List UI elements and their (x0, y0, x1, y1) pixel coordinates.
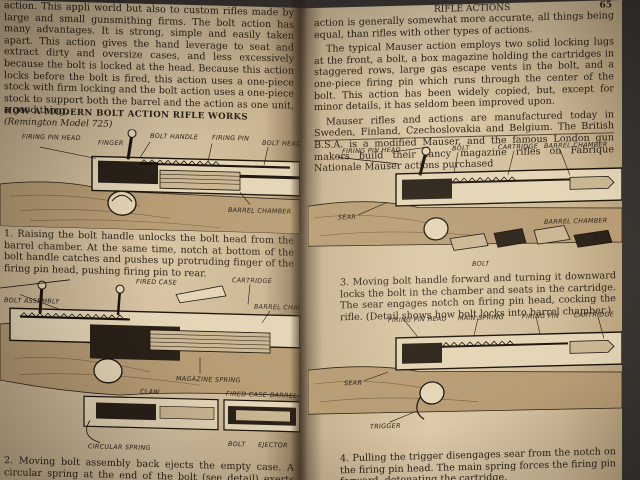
figure-4-illustration: FIRING PIN HEAD MAIN SPRING FIRING PIN C… (308, 310, 622, 452)
label-bolt-3b: BOLT (472, 259, 490, 267)
label-fired-case-detail: FIRED CASE (226, 390, 268, 399)
label-cartridge-3: CARTRIDGE (498, 142, 539, 151)
label-firing-pin-head-3: FIRING PIN HEAD (342, 146, 401, 156)
label-magazine-spring: MAGAZINE SPRING (176, 375, 241, 385)
label-firing-pin: FIRING PIN (212, 134, 249, 143)
label-bolt-detail: BOLT (228, 440, 246, 448)
label-fired-case: FIRED CASE (136, 278, 178, 287)
label-barrel-chamber: BARREL CHAMBER (228, 206, 291, 216)
label-finger: FINGER (98, 139, 124, 148)
label-cartridge-4: CARTRIDGE (574, 310, 615, 319)
label-cartridge: CARTRIDGE (232, 276, 273, 285)
figure-4-caption: 4. Pulling the trigger disengages sear f… (340, 446, 616, 480)
label-barrel-chamber-detail: BARREL CHAMBER (270, 391, 300, 401)
label-barrel-chamber-2: BARREL CHAMBER (254, 303, 300, 313)
figure-3-illustration: FIRING PIN HEAD BOLT CARTRIDGE BARREL CH… (308, 138, 622, 276)
running-header: RIFLE ACTIONS 65 (314, 0, 614, 15)
page-number: 65 (599, 0, 612, 11)
label-sear-4: SEAR (344, 379, 362, 387)
label-bolt-handle: BOLT HANDLE (150, 132, 199, 141)
right-page: RIFLE ACTIONS 65 action is generally som… (300, 0, 622, 480)
figure-2-illustration: BOLT ASSEMBLY FIRED CASE CARTRIDGE BARRE… (0, 268, 300, 462)
label-firing-pin-head-4: FIRING PIN HEAD (388, 315, 447, 325)
label-circular-spring: CIRCULAR SPRING (88, 442, 151, 452)
figure-1-illustration: FIRING PIN HEAD FINGER BOLT HANDLE FIRIN… (0, 126, 300, 234)
label-bolt-assembly: BOLT ASSEMBLY (4, 296, 60, 305)
label-barrel-chamber-3: BARREL CHAMBER (544, 140, 607, 150)
label-firing-pin-head: FIRING PIN HEAD (22, 133, 81, 143)
left-page: action. This appli world but also to cus… (0, 0, 300, 480)
label-barrel-chamber-3b: BARREL CHAMBER (544, 216, 607, 226)
label-ejector: EJECTOR (258, 441, 288, 450)
label-trigger-4: TRIGGER (370, 422, 401, 431)
caption-4-text: 4. Pulling the trigger disengages sear f… (340, 446, 616, 480)
label-main-spring-4: MAIN SPRING (458, 313, 504, 322)
right-paragraph-2: The typical Mauser action employs two so… (314, 36, 614, 114)
label-firing-pin-4: FIRING PIN (522, 312, 559, 321)
label-bolt-head: BOLT HEAD (262, 139, 300, 148)
label-bolt-3: BOLT (452, 144, 470, 152)
label-claw: CLAW (140, 388, 160, 397)
left-paragraph: action. This appli world but also to cus… (4, 0, 294, 118)
label-sear-3: SEAR (338, 213, 356, 221)
